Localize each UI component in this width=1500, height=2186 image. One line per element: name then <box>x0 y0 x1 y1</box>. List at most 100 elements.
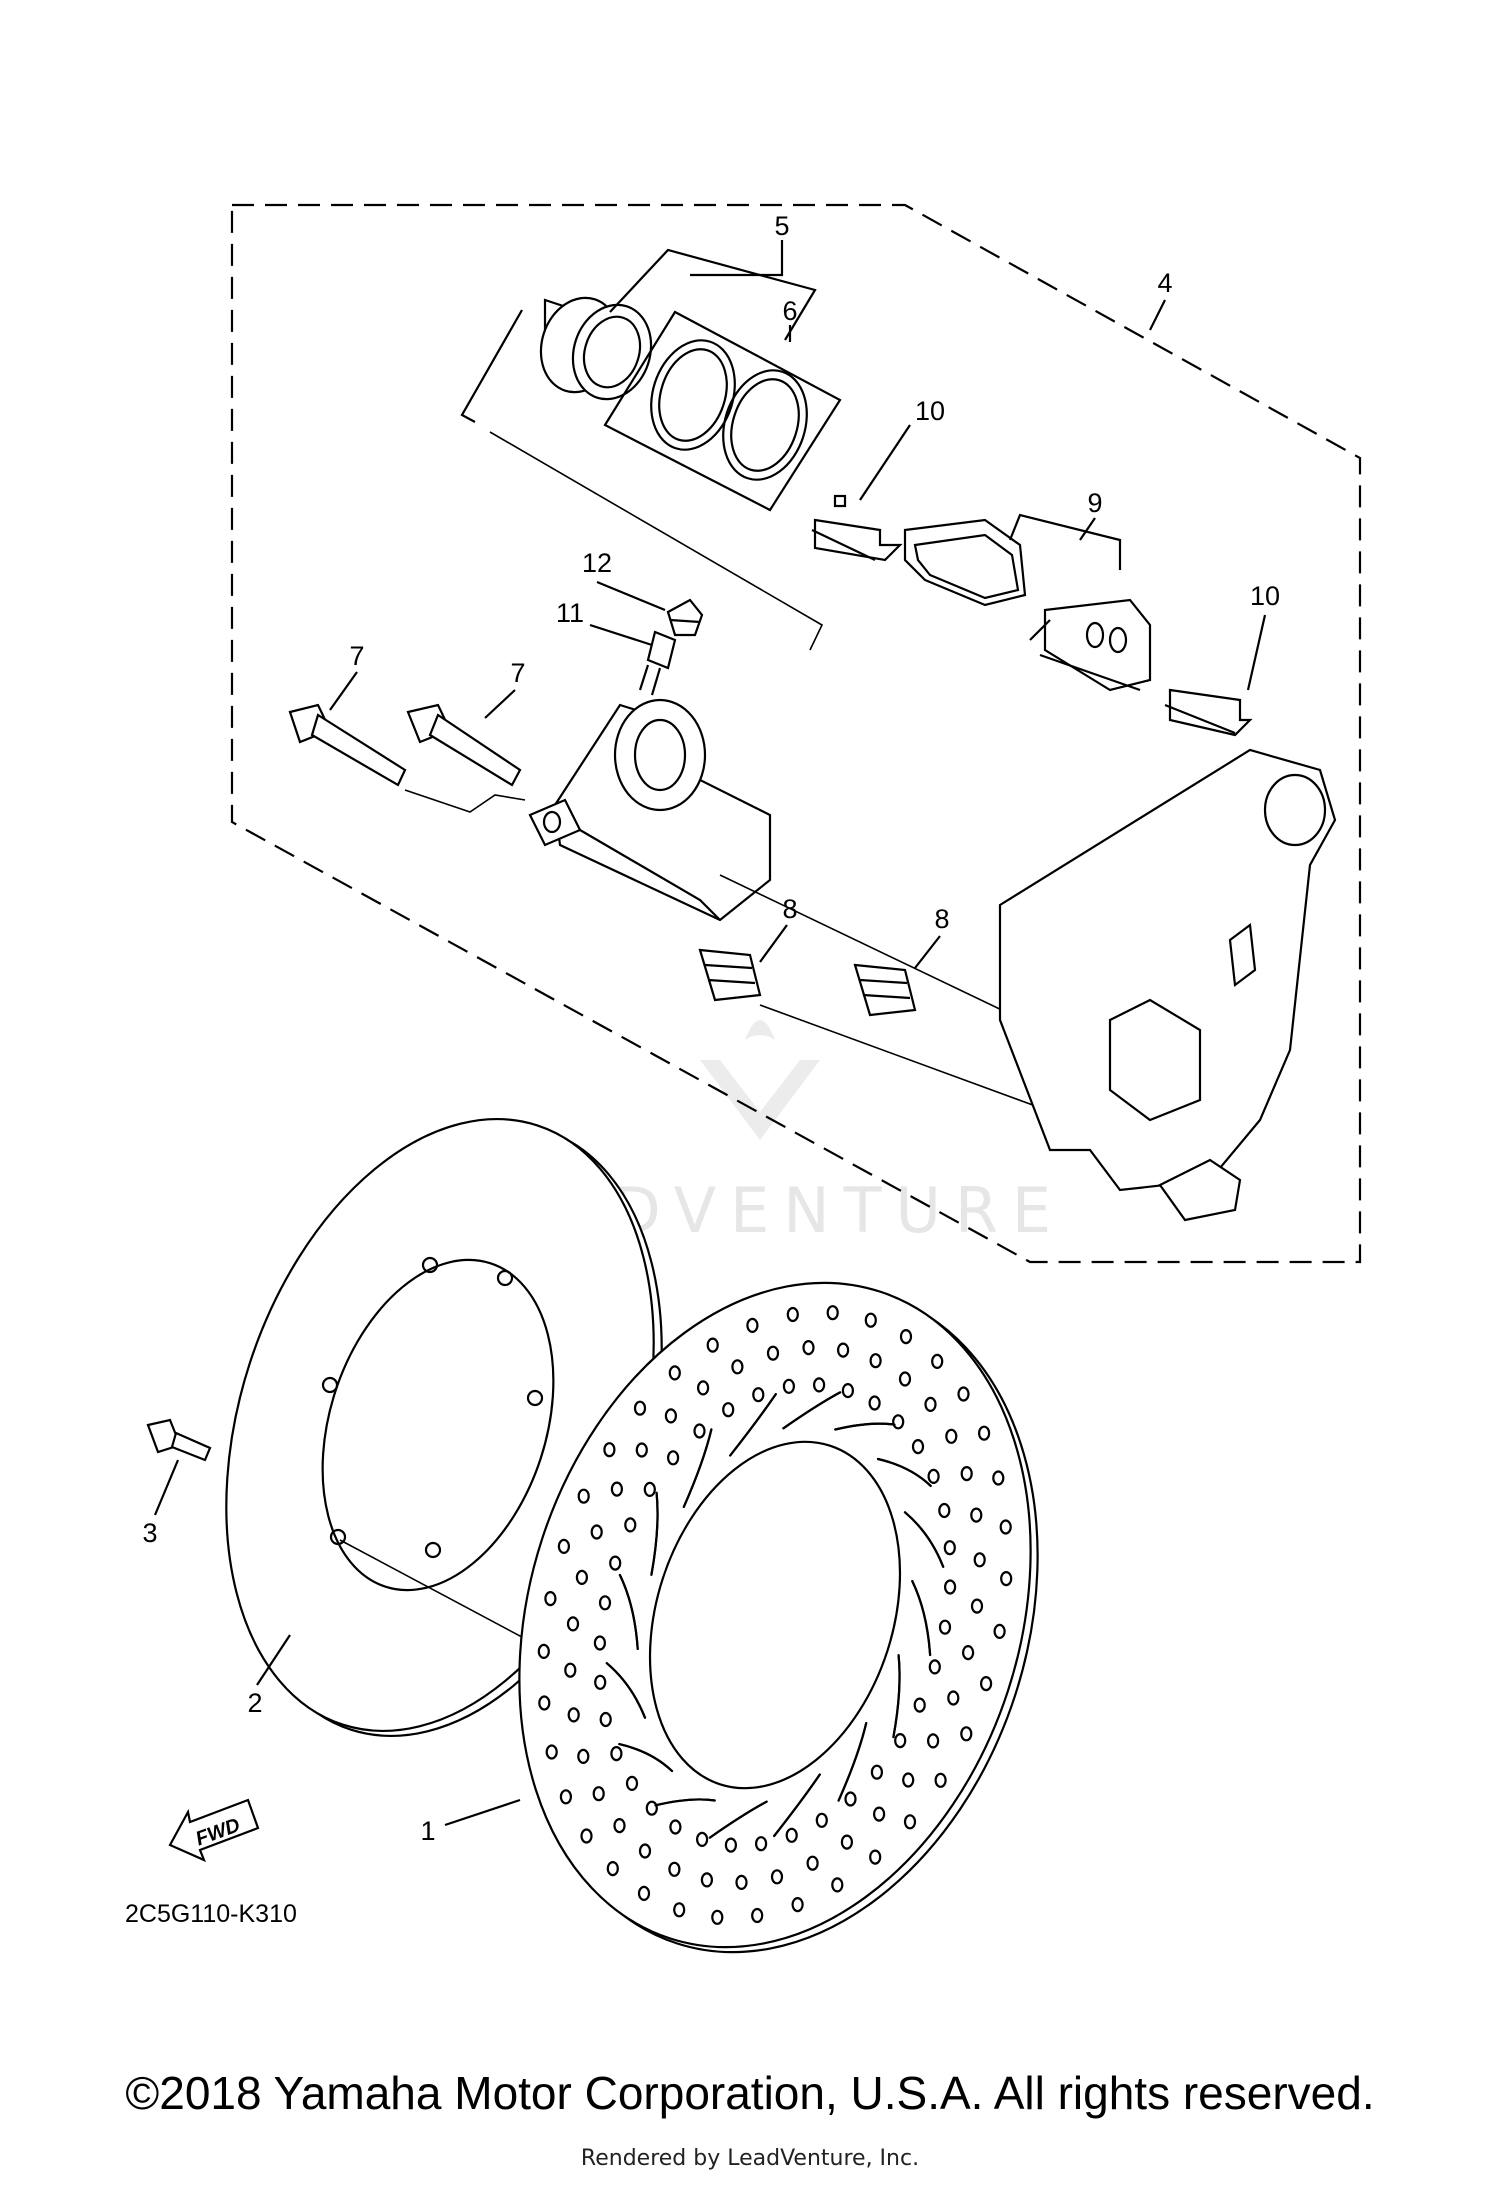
disc-cooling-slot <box>892 1654 901 1739</box>
disc-drill-hole <box>638 1843 652 1859</box>
disc-drill-hole <box>831 1877 844 1893</box>
disc-drill-hole <box>610 1481 624 1497</box>
disc-drill-hole <box>593 1635 607 1651</box>
disc-drill-hole <box>868 1395 881 1411</box>
disc-drill-hole <box>973 1552 986 1568</box>
disc-drill-hole <box>669 1819 682 1835</box>
disc-drill-hole <box>610 1745 623 1762</box>
disc-drill-hole <box>872 1806 886 1822</box>
disc-drill-hole <box>577 1748 590 1765</box>
disc-drill-hole <box>594 1674 607 1690</box>
disc-drill-hole <box>911 1438 925 1455</box>
disc-drill-hole <box>606 1860 619 1877</box>
disc-drill-hole <box>566 1616 580 1632</box>
disc-drill-hole <box>782 1378 796 1394</box>
disc-drill-hole <box>666 1450 680 1466</box>
disc-drill-hole <box>751 1907 764 1924</box>
callout-7a: 7 <box>349 641 364 671</box>
disc-drill-hole <box>668 1861 681 1877</box>
disc-drill-hole <box>943 1540 956 1556</box>
disc-cooling-slot <box>650 1491 659 1576</box>
disc-cooling-slot <box>729 1393 777 1457</box>
disc-drill-hole <box>840 1834 854 1850</box>
disc-drill-hole <box>898 1371 912 1387</box>
disc-drill-hole <box>590 1524 603 1540</box>
disc-drill-hole <box>892 1414 905 1430</box>
copyright-notice: ©2018 Yamaha Motor Corporation, U.S.A. A… <box>125 2067 1375 2119</box>
disc-drill-hole <box>947 1690 960 1706</box>
fwd-arrow: FWD <box>168 1798 260 1863</box>
disc-drill-hole <box>754 1836 768 1852</box>
disc-drill-hole <box>700 1872 714 1888</box>
disc-drill-hole <box>960 1726 973 1742</box>
disc-cooling-slot <box>903 1511 945 1568</box>
disc-drill-hole <box>869 1353 882 1369</box>
part-12-bleed-cap <box>666 598 704 637</box>
disc-drill-hole <box>609 1555 622 1571</box>
part-6-seal-kit <box>603 310 842 512</box>
disc-drill-hole <box>575 1569 589 1586</box>
part-8-boot-a <box>698 948 762 1002</box>
disc-drill-hole <box>802 1339 815 1356</box>
disc-drill-hole <box>770 1869 784 1885</box>
disc-drill-hole <box>567 1707 580 1723</box>
disc-drill-hole <box>545 1744 558 1760</box>
callout-10a: 10 <box>915 396 945 426</box>
disc-drill-hole <box>580 1828 593 1844</box>
callout-10b: 10 <box>1250 581 1280 611</box>
disc-cooling-slot <box>911 1580 932 1657</box>
caliper-body <box>528 698 772 922</box>
part-1-brake-disc <box>518 1281 1039 1954</box>
part-7-pin-a <box>288 703 407 787</box>
disc-drill-hole <box>695 1831 709 1848</box>
disc-drill-hole <box>599 1711 612 1728</box>
disc-cooling-slot <box>708 1800 768 1839</box>
callout-3: 3 <box>142 1518 157 1548</box>
disc-drill-hole <box>603 1442 616 1458</box>
disc-drill-hole <box>931 1353 944 1370</box>
disc-drill-hole <box>815 1812 828 1828</box>
part-5-piston <box>539 296 653 401</box>
disc-drill-hole <box>673 1902 686 1918</box>
disc-drill-hole <box>826 1305 839 1321</box>
disc-drill-hole <box>643 1481 656 1498</box>
disc-drill-hole <box>577 1488 590 1504</box>
disc-drill-hole <box>926 1733 940 1749</box>
callout-12: 12 <box>582 548 612 578</box>
callout-8b: 8 <box>934 904 949 934</box>
disc-drill-hole <box>645 1800 658 1816</box>
rendered-by-notice: Rendered by LeadVenture, Inc. <box>580 2146 920 2171</box>
disc-drill-hole <box>722 1402 735 1418</box>
disc-cooling-slot <box>618 1743 674 1773</box>
part-9-brake-pads <box>903 518 1152 692</box>
disc-drill-hole <box>752 1387 765 1403</box>
disc-drill-hole <box>735 1874 748 1891</box>
part-10-shim-a <box>811 494 903 562</box>
disc-drill-hole <box>559 1789 573 1805</box>
disc-drill-hole <box>938 1502 951 1519</box>
disc-drill-hole <box>806 1855 819 1871</box>
callout-1: 1 <box>420 1816 435 1846</box>
disc-drill-hole <box>902 1772 915 1788</box>
disc-drill-hole <box>791 1896 804 1913</box>
disc-drill-hole <box>624 1517 637 1533</box>
disc-drill-hole <box>711 1909 724 1925</box>
disc-drill-hole <box>943 1579 957 1595</box>
disc-drill-hole <box>635 1442 648 1458</box>
disc-drill-hole <box>913 1697 926 1713</box>
disc-drill-hole <box>664 1408 678 1424</box>
disc-drill-hole <box>544 1590 557 1607</box>
disc-drill-hole <box>706 1337 719 1353</box>
disc-drill-hole <box>693 1423 706 1439</box>
disc-cooling-slot <box>834 1422 896 1431</box>
callout-4: 4 <box>1157 268 1172 298</box>
disc-drill-hole <box>924 1396 937 1413</box>
disc-cooling-slot <box>605 1662 647 1719</box>
disc-drill-hole <box>970 1598 984 1614</box>
disc-drill-hole <box>894 1732 907 1749</box>
disc-drill-hole <box>613 1817 626 1834</box>
diagram-code: 2C5G110-K310 <box>125 1900 297 1928</box>
disc-drill-hole <box>633 1400 647 1416</box>
disc-drill-hole <box>1000 1570 1013 1587</box>
part-7-pin-b <box>406 703 522 787</box>
